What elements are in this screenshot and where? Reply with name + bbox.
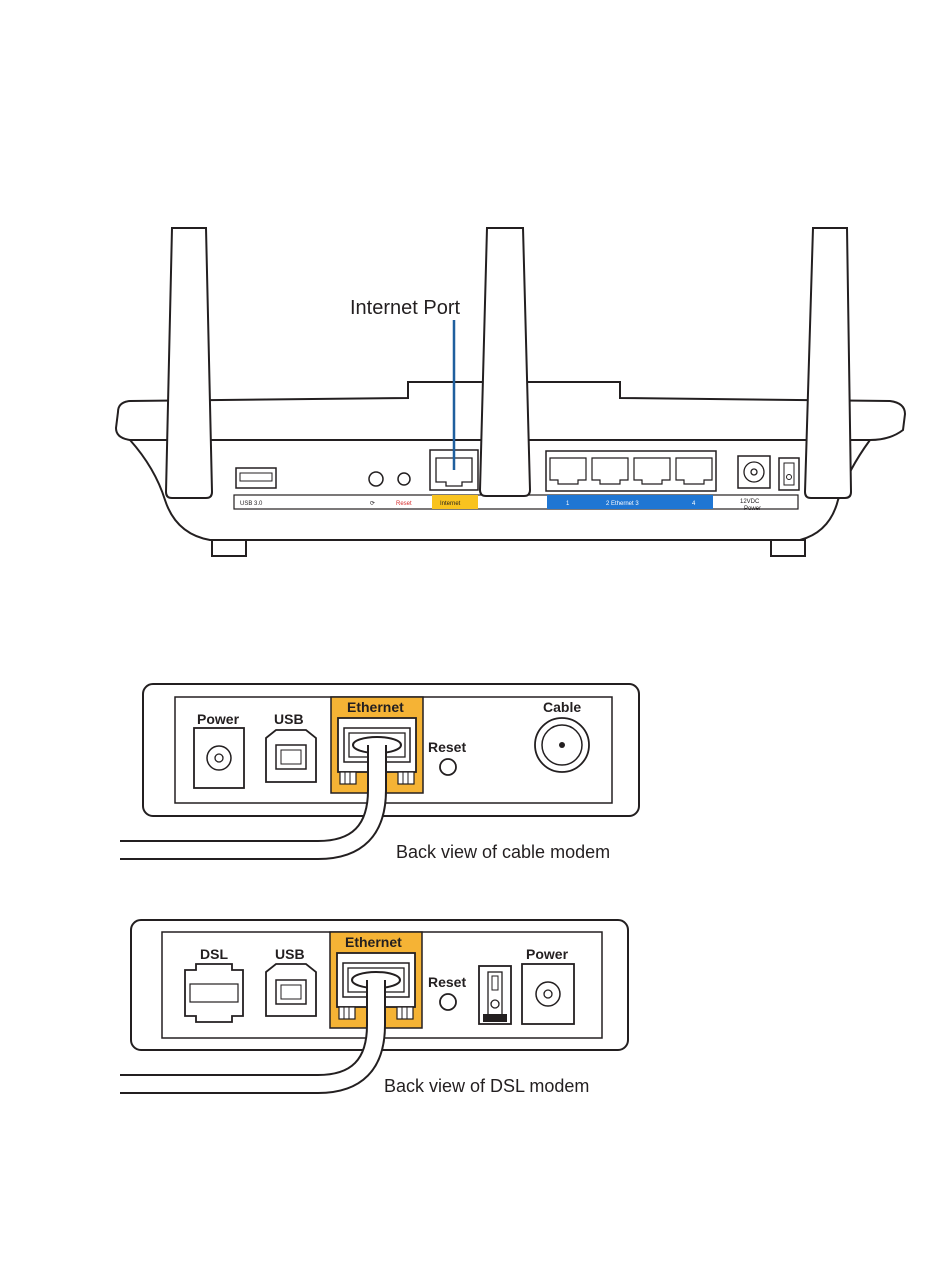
internet-port-callout: Internet Port (350, 297, 461, 319)
antenna-left (166, 228, 212, 498)
dsl-modem-caption: Back view of DSL modem (384, 1076, 589, 1096)
wps-icon: ⟳ (370, 501, 375, 507)
router-reset-button (398, 473, 410, 485)
cable-usb-label: USB (274, 711, 304, 727)
dsl-reset-button (440, 994, 456, 1010)
cable-modem-caption: Back view of cable modem (396, 842, 610, 862)
cable-power-port (194, 728, 244, 788)
reset-label: Reset (396, 501, 412, 507)
router-power-switch (779, 458, 799, 490)
cable-modem-back-view: Power USB Ethernet Rese (120, 684, 639, 862)
lan23-label: 2 Ethernet 3 (606, 501, 639, 507)
cable-usb-port (266, 730, 316, 782)
cable-reset-button (440, 759, 456, 775)
dsl-power-switch (479, 966, 511, 1024)
router-usb-port-inner (240, 473, 272, 481)
router-power-jack (738, 456, 770, 488)
power-small-label: Power (744, 506, 761, 512)
router-ethernet-ports (546, 451, 716, 491)
cable-power-label: Power (197, 711, 240, 727)
router-wps-button (369, 472, 383, 486)
dsl-power-label: Power (526, 946, 569, 962)
dsl-modem-back-view: DSL USB Ethernet Reset (120, 920, 628, 1096)
router-foot-left (212, 540, 246, 556)
cable-coax-label: Cable (543, 699, 581, 715)
router-back-view: USB 3.0 Reset Internet 1 2 Ethernet 3 4 … (116, 228, 905, 556)
cable-ethernet-label: Ethernet (347, 699, 404, 715)
dsl-usb-label: USB (275, 946, 305, 962)
dsl-power-port (522, 964, 574, 1024)
internet-label: Internet (440, 501, 461, 507)
cable-coax-port (535, 718, 589, 772)
antenna-center (480, 228, 530, 496)
dsl-port (185, 964, 243, 1022)
router-label-strip (234, 495, 798, 509)
usb3-label: USB 3.0 (240, 501, 263, 507)
power-voltage-label: 12VDC (740, 499, 760, 505)
cable-reset-label: Reset (428, 739, 466, 755)
dsl-reset-label: Reset (428, 974, 466, 990)
dsl-usb-port (266, 964, 316, 1016)
router-foot-right (771, 540, 805, 556)
dsl-ethernet-label: Ethernet (345, 934, 402, 950)
dsl-port-label: DSL (200, 946, 228, 962)
antenna-right (805, 228, 851, 498)
